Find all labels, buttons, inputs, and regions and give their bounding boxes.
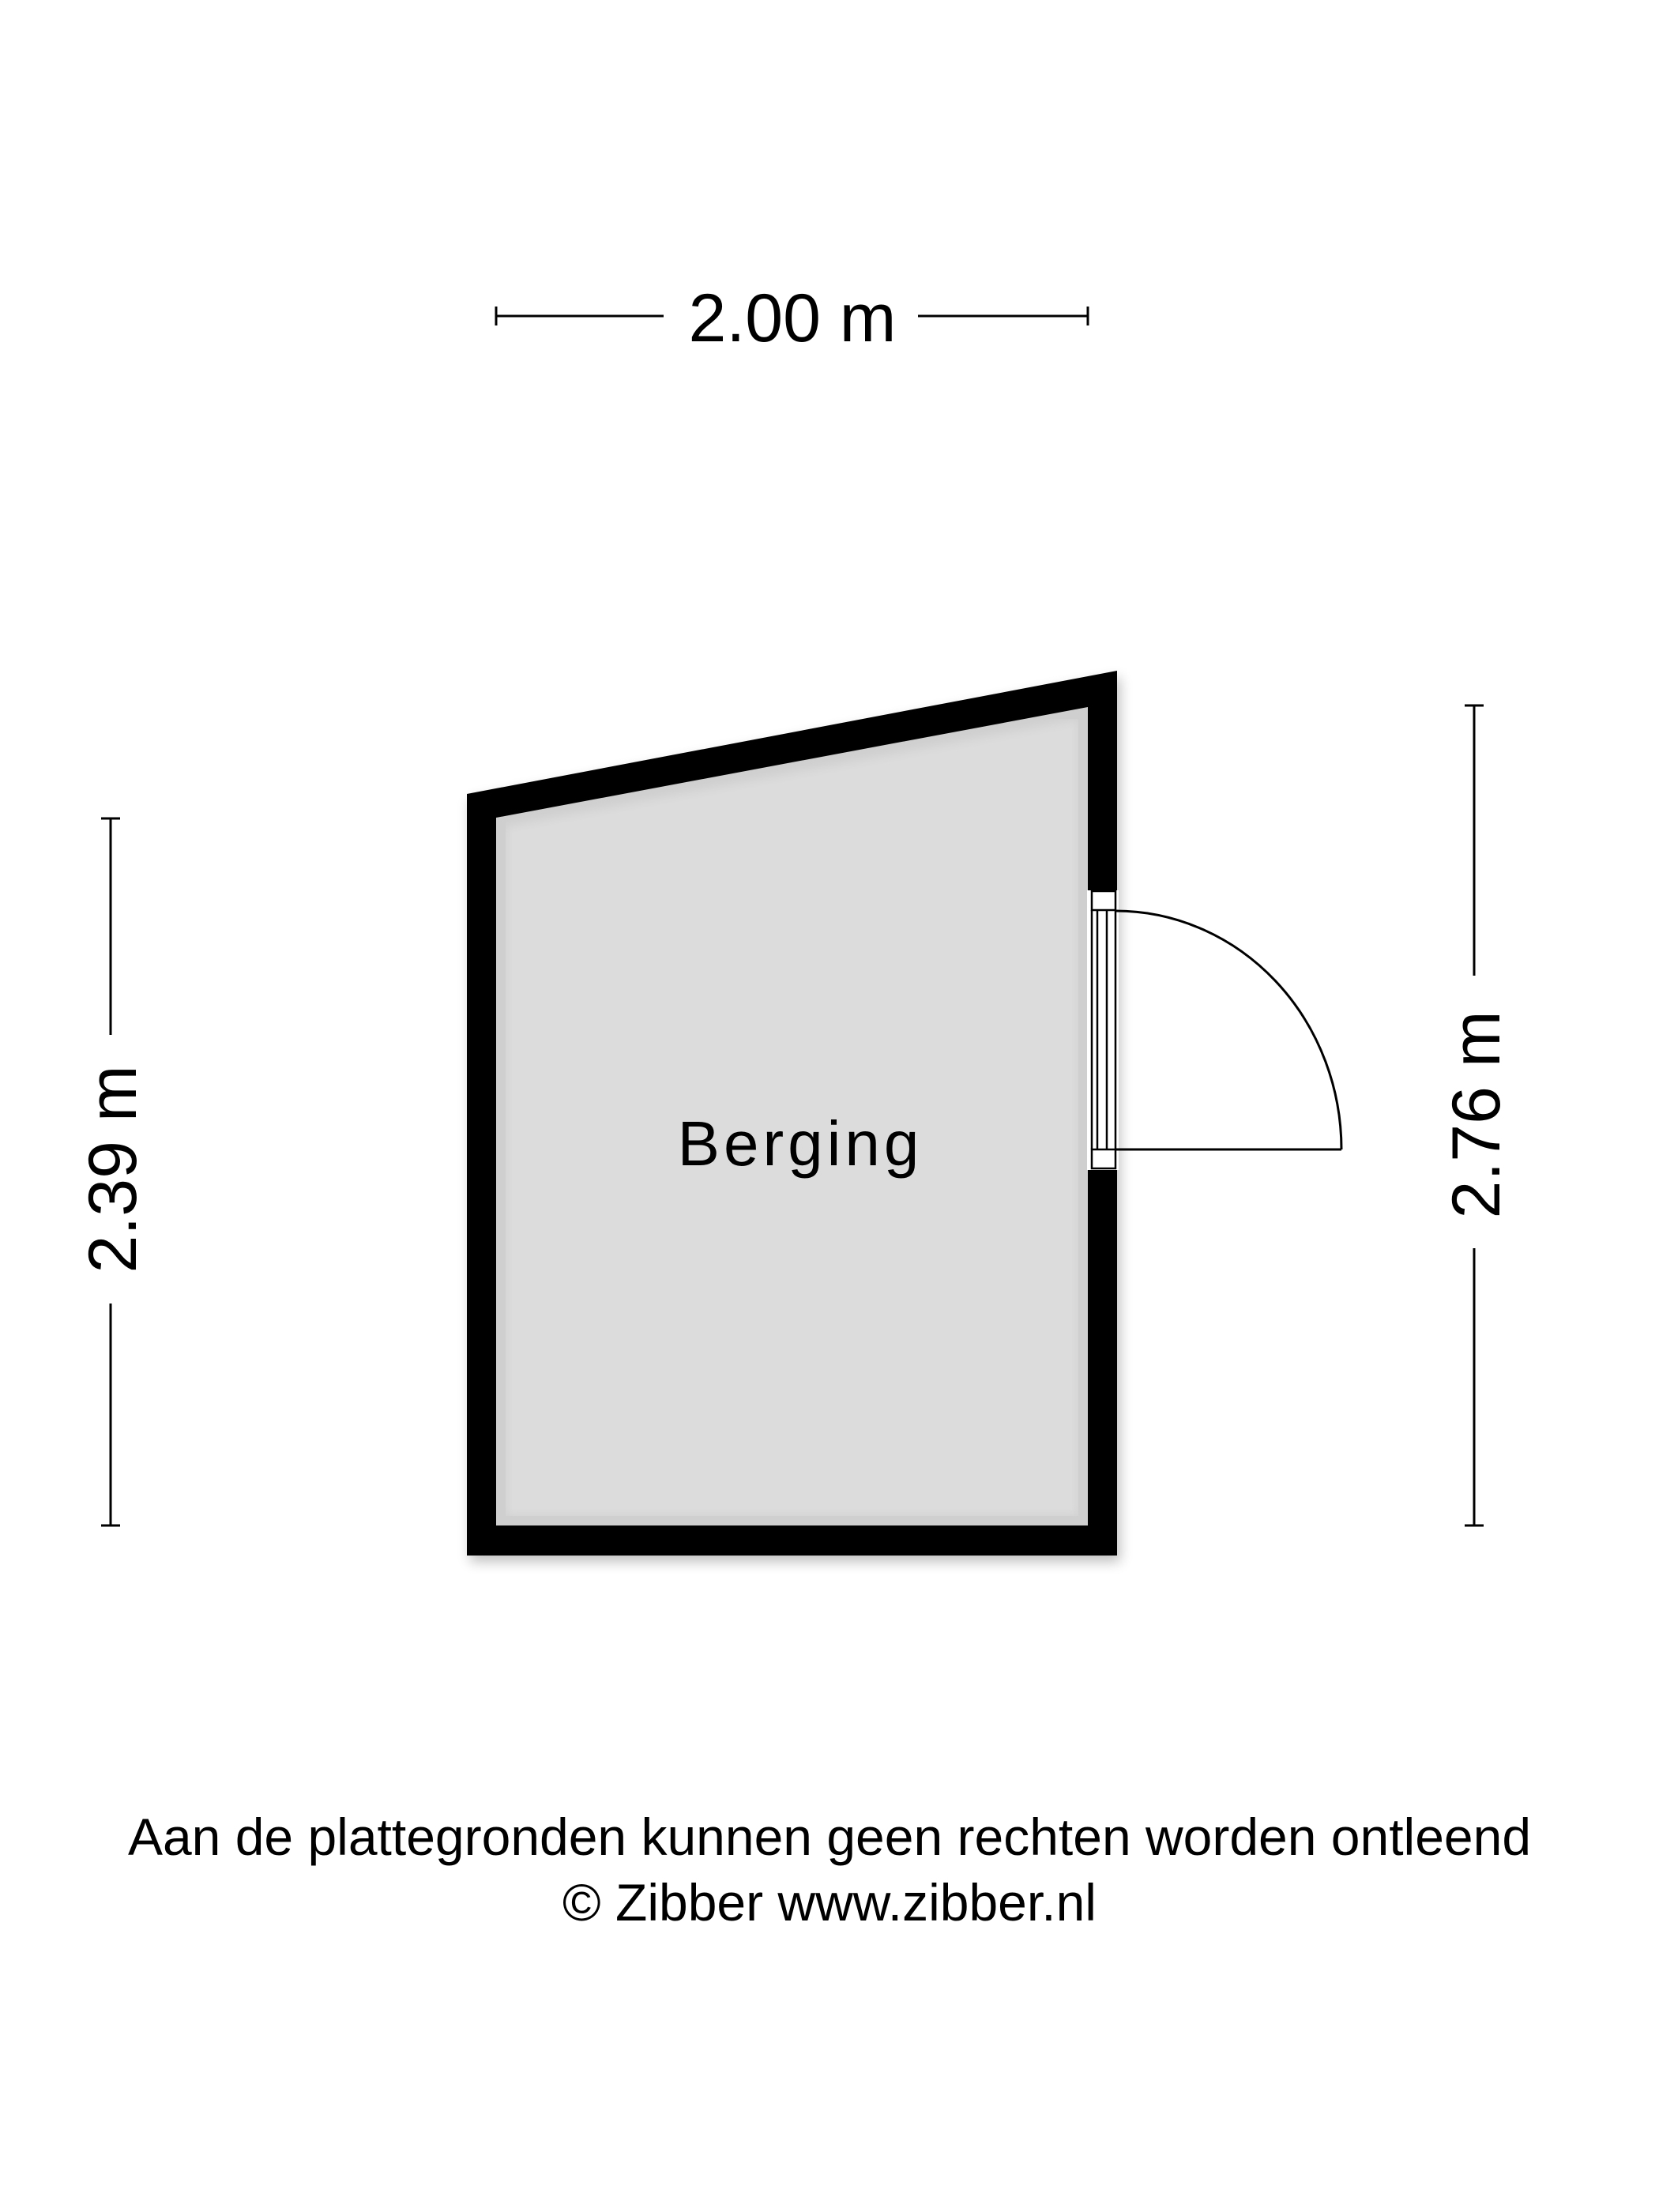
room-label: Berging bbox=[678, 1108, 924, 1179]
dimension-top: 2.00 m bbox=[495, 280, 1089, 356]
room-berging: Berging bbox=[467, 671, 1343, 1556]
door bbox=[1087, 890, 1343, 1170]
door-swing-arc bbox=[1115, 909, 1343, 1150]
dimension-left-label: 2.39 m bbox=[75, 1066, 151, 1273]
footer-disclaimer: Aan de plattegronden kunnen geen rechten… bbox=[127, 1808, 1532, 1866]
dimension-top-label: 2.00 m bbox=[689, 280, 897, 356]
dimension-right-label: 2.76 m bbox=[1439, 1011, 1514, 1219]
footer-copyright: © Zibber www.zibber.nl bbox=[562, 1873, 1097, 1932]
dimension-right: 2.76 m bbox=[1439, 704, 1514, 1527]
dimension-left: 2.39 m bbox=[75, 817, 151, 1527]
